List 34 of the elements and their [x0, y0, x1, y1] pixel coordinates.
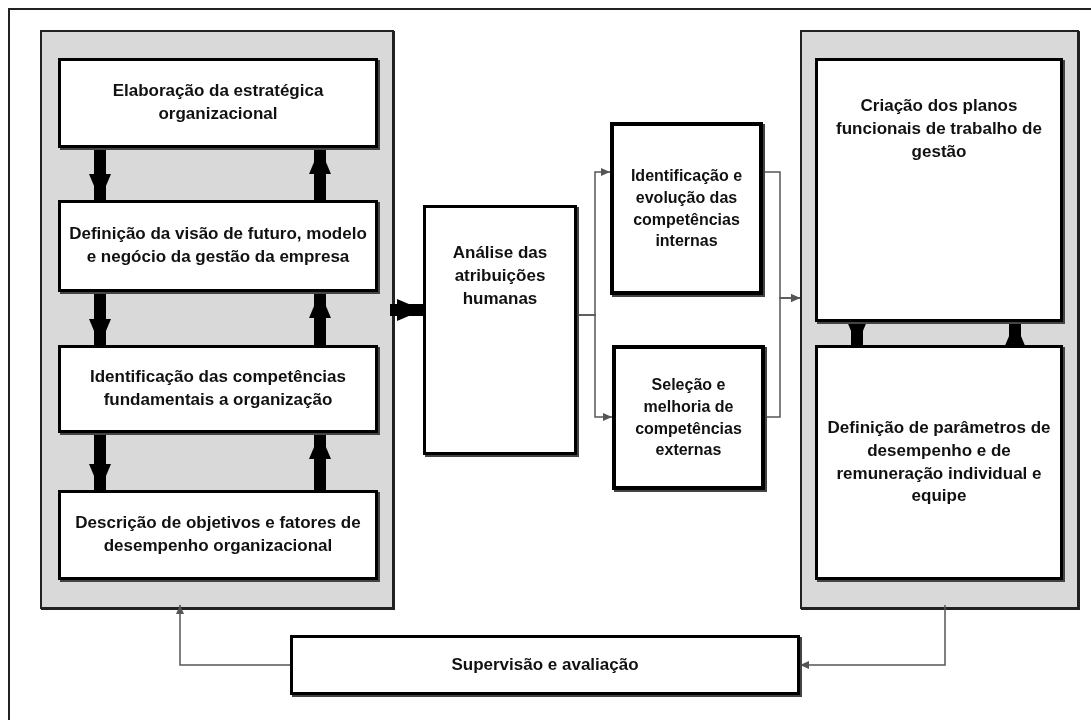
block-arrow [89, 292, 111, 345]
connector-arrow [176, 604, 291, 666]
box-label: Supervisão e avaliação [451, 653, 639, 676]
box-label: Seleção e melhoria de competências externas [634, 375, 743, 461]
box-label: Descrição de objetivos e fatores de desempenho organizacional [74, 512, 362, 557]
box-label: Definição da visão de futuro, modelo e negócio da gestão da empresa [69, 223, 367, 268]
process-box [612, 345, 765, 490]
process-box [58, 58, 378, 148]
process-box [58, 490, 378, 580]
block-arrow [390, 299, 423, 321]
process-box [58, 345, 378, 433]
connector-arrow [799, 604, 946, 669]
block-arrow [309, 433, 331, 490]
process-box [815, 58, 1063, 322]
process-box [423, 205, 577, 455]
panel-background [40, 30, 394, 609]
box-label: Análise das atribuições humanas [451, 242, 549, 310]
process-box [610, 122, 763, 295]
block-arrow [309, 292, 331, 345]
box-label: Identificação e evolução das competências internas [629, 166, 744, 252]
block-arrow [1004, 322, 1026, 348]
process-box [290, 635, 800, 695]
block-arrow [89, 433, 111, 490]
connector-arrow [576, 314, 613, 421]
box-label: Criação dos planos funcionais de trabalho de gestão [835, 95, 1043, 163]
block-arrow [89, 148, 111, 200]
process-box [815, 345, 1063, 580]
panel-background [800, 30, 1079, 609]
box-label: Definição de parâmetros de desempenho e de remuneração individual e equipe [826, 416, 1052, 508]
block-arrow [309, 148, 331, 200]
box-label: Elaboração da estratégica organizacional [111, 80, 325, 125]
box-label: Identificação das competências fundamentais a organização [88, 366, 347, 411]
process-box [58, 200, 378, 292]
connector-arrow [764, 294, 801, 418]
